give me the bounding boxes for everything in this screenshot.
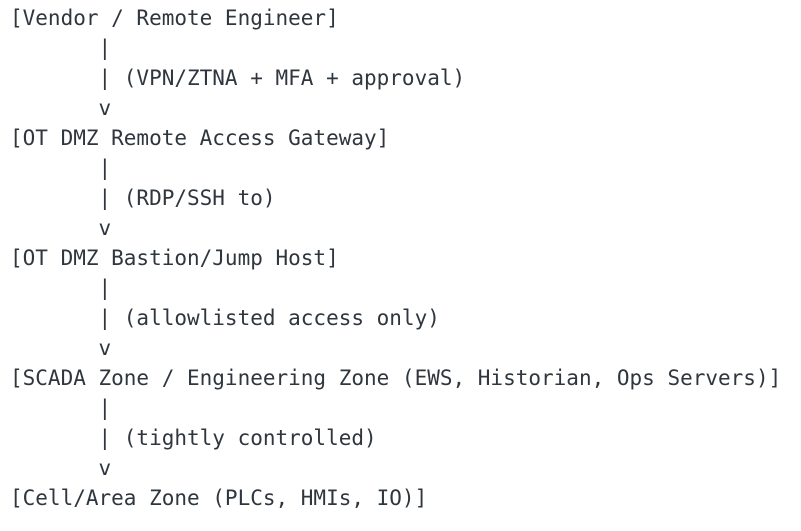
edge-label-vpn-ztna-mfa-approval: | (VPN/ZTNA + MFA + approval): [10, 66, 466, 90]
node-scada-engineering-zone: [SCADA Zone / Engineering Zone (EWS, His…: [10, 366, 782, 390]
connector-arrowhead-3: v: [10, 336, 112, 360]
ascii-flow-diagram: [Vendor / Remote Engineer] | | (VPN/ZTNA…: [10, 6, 782, 510]
edge-label-rdp-ssh-to: | (RDP/SSH to): [10, 186, 276, 210]
connector-pipe-4: |: [10, 396, 112, 420]
node-cell-area-zone: [Cell/Area Zone (PLCs, HMIs, IO)]: [10, 486, 428, 510]
connector-pipe-3: |: [10, 276, 112, 300]
node-ot-dmz-bastion-jump-host: [OT DMZ Bastion/Jump Host]: [10, 246, 339, 270]
connector-arrowhead-1: v: [10, 96, 112, 120]
connector-arrowhead-2: v: [10, 216, 112, 240]
edge-label-tightly-controlled: | (tightly controlled): [10, 426, 377, 450]
node-vendor-remote-engineer: [Vendor / Remote Engineer]: [10, 6, 339, 30]
connector-arrowhead-4: v: [10, 456, 112, 480]
edge-label-allowlisted-access-only: | (allowlisted access only): [10, 306, 440, 330]
connector-pipe-1: |: [10, 36, 112, 60]
node-ot-dmz-remote-access-gateway: [OT DMZ Remote Access Gateway]: [10, 126, 390, 150]
connector-pipe-2: |: [10, 156, 112, 180]
